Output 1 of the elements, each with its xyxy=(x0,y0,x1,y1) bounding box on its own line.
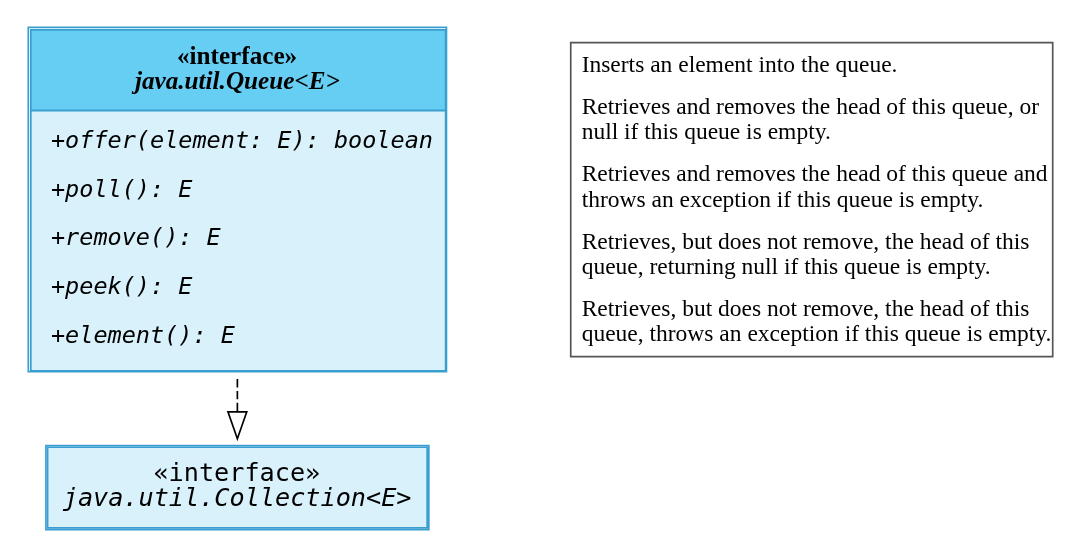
arrow xyxy=(226,378,248,442)
